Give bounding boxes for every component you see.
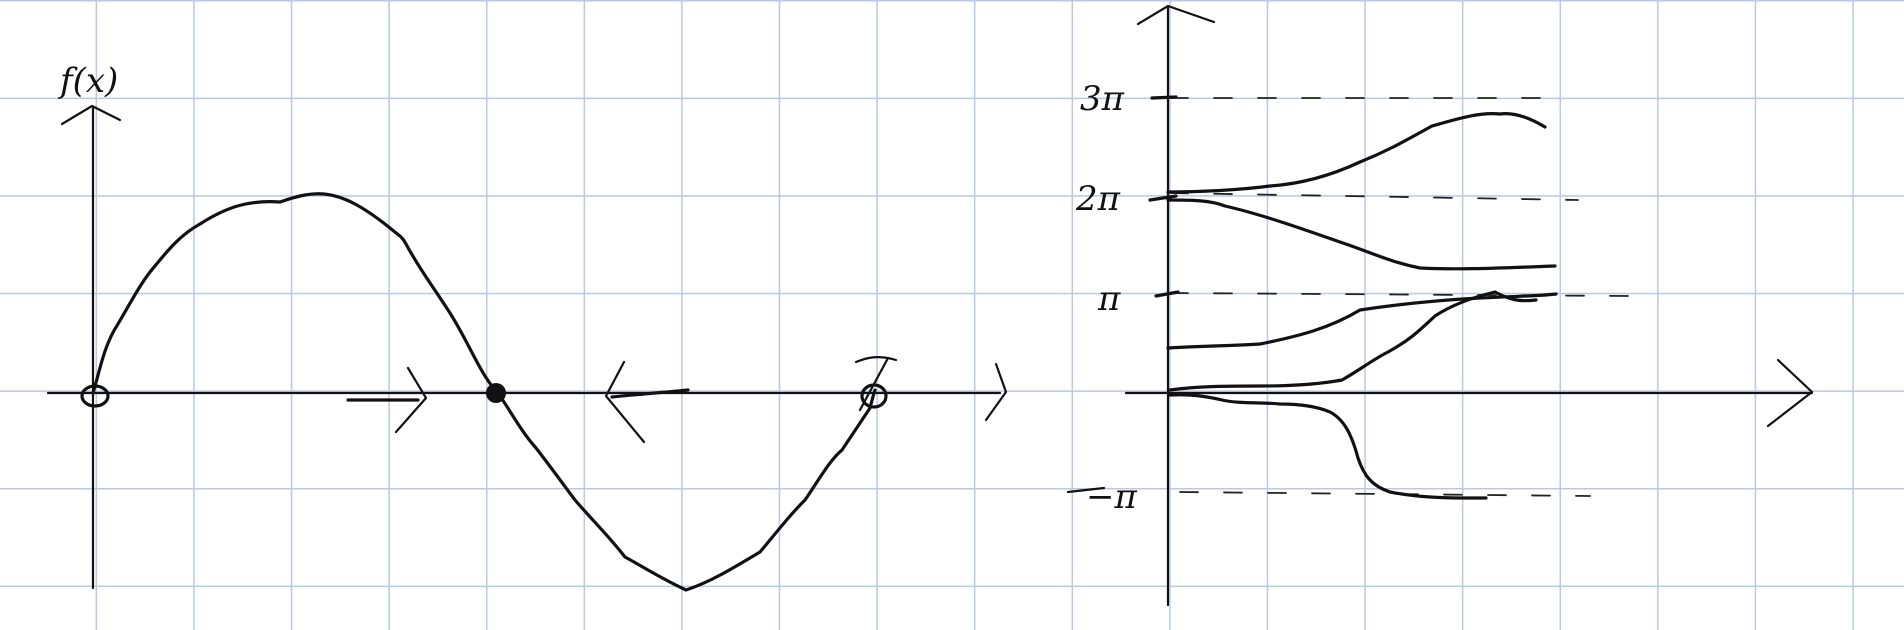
label-3pi: 3π xyxy=(1080,79,1125,119)
dashed-line-minus-pi xyxy=(1179,491,1591,497)
trajectory-half-pi-to-pi xyxy=(1166,292,1558,350)
left-plot: f(x) xyxy=(46,61,1008,592)
left-x-axis-arrowhead xyxy=(984,362,1008,422)
tick-3pi xyxy=(1150,95,1178,100)
trajectory-near-zero-to-minus-pi xyxy=(1168,393,1488,500)
label-pi: π xyxy=(1097,279,1121,319)
trajectory-2pi-to-3pi xyxy=(1166,112,1547,194)
tick-minus-pi xyxy=(1066,486,1106,494)
dashed-line-pi xyxy=(1169,292,1629,297)
trajectory-2pi-to-pi xyxy=(1166,198,1557,271)
unstable-fixed-point-origin xyxy=(80,384,110,408)
flow-arrow-right-head xyxy=(394,366,428,434)
label-2pi: 2π xyxy=(1075,179,1121,219)
fixed-point-right-mark xyxy=(854,356,898,412)
right-y-axis-arrowhead xyxy=(1136,4,1216,26)
right-x-axis-arrowhead xyxy=(1766,358,1814,428)
tick-2pi xyxy=(1148,194,1178,202)
dashed-line-2pi xyxy=(1169,192,1579,201)
right-plot: 3π 2π π −π xyxy=(1066,4,1814,607)
flow-arrow-left xyxy=(610,388,690,399)
stable-fixed-point xyxy=(486,383,506,403)
left-y-axis-label: f(x) xyxy=(57,61,118,101)
left-y-axis-arrowhead xyxy=(60,104,122,126)
label-minus-pi: −π xyxy=(1086,477,1137,517)
trajectory-near-zero-to-pi xyxy=(1168,290,1538,392)
tick-pi xyxy=(1154,290,1180,298)
function-curve xyxy=(91,192,877,592)
flow-arrow-left-head xyxy=(604,360,646,444)
